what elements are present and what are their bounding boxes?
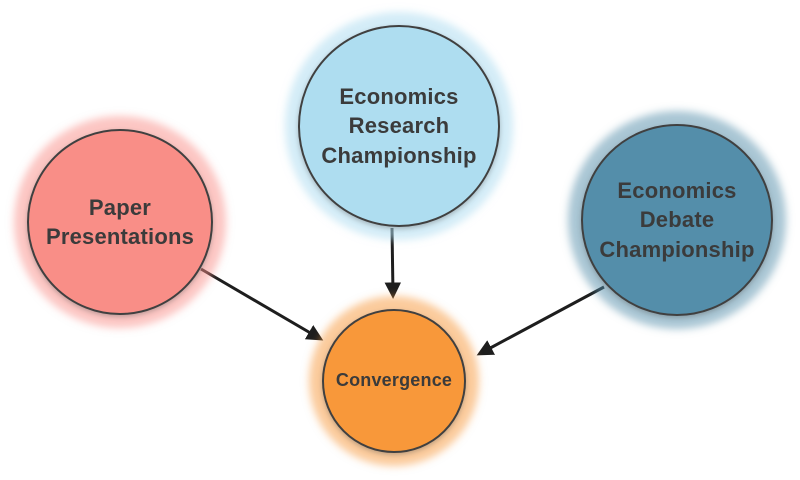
arrow-research-to-convergence bbox=[384, 227, 402, 299]
node-label: Paper Presentations bbox=[45, 194, 195, 249]
node-label: Economics Research Championship bbox=[321, 84, 477, 168]
node-label: Economics Debate Championship bbox=[599, 178, 755, 262]
arrow-paper-to-convergence bbox=[200, 267, 324, 341]
node-convergence: Convergence bbox=[322, 309, 466, 453]
node-economics-research-championship: Economics Research Championship bbox=[298, 25, 500, 227]
arrow-debate-to-convergence bbox=[476, 285, 605, 356]
node-label: Convergence bbox=[335, 370, 453, 391]
node-economics-debate-championship: Economics Debate Championship bbox=[581, 124, 773, 316]
node-paper-presentations: Paper Presentations bbox=[27, 129, 213, 315]
